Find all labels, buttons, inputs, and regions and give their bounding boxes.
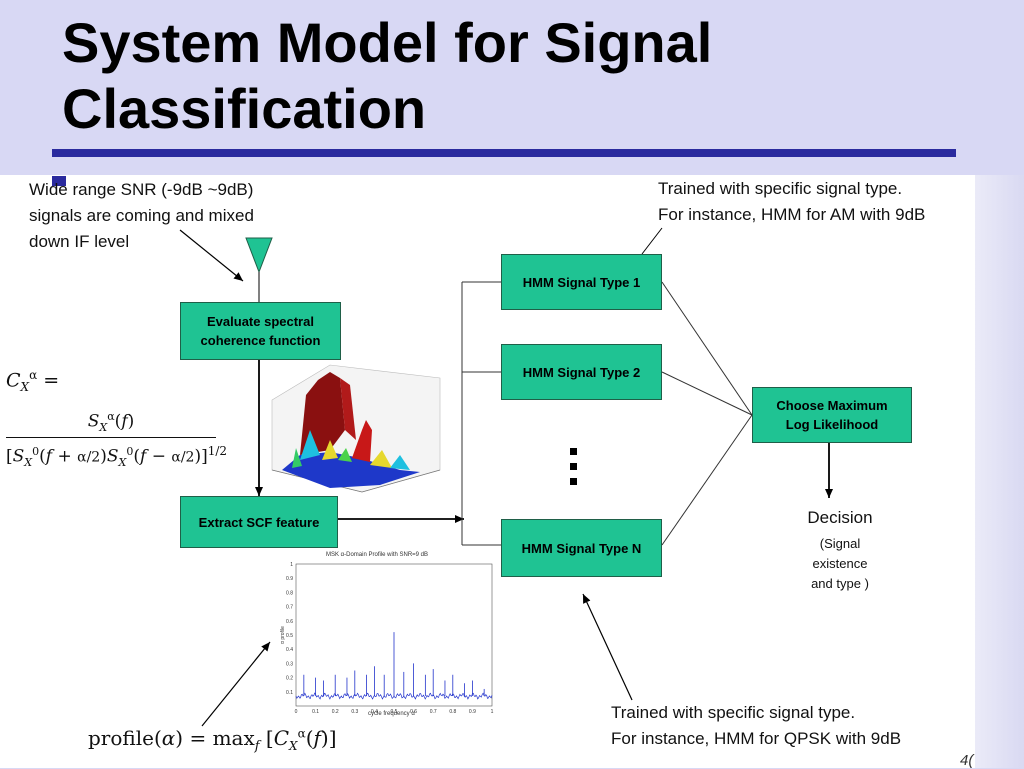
profile-plot-xlabel: cycle frequency α [368,711,415,717]
profile-xtick: 0 [295,709,298,715]
profile-xtick: 0.4 [371,709,378,715]
profile-ytick: 0.8 [286,590,293,596]
profile-ytick: 0.7 [286,605,293,611]
profile-xtick: 0.9 [469,709,476,715]
profile-ytick: 0.1 [286,690,293,696]
profile-xtick: 0.3 [351,709,358,715]
decision-label: Decision [807,508,873,527]
profile-xtick: 0.1 [312,709,319,715]
input-signal-note: Wide range SNR (-9dB ~9dB) signals are c… [29,180,254,251]
profile-ytick: 0.2 [286,676,293,682]
trained-am-note: Trained with specific signal type. For i… [658,179,926,224]
page-number: 4( [960,752,974,769]
profile-ylabel: α profile [280,626,286,644]
hmm-type-2-block: HMM Signal Type 2 [501,344,662,400]
coherence-equation-fraction: SXα(f) [SX0(f + α/2)SX0(f − α/2)]1/2 [6,410,228,470]
profile-equation: profile(α) = maxf [CXα(f)] [88,726,337,754]
profile-xtick: 0.7 [430,709,437,715]
profile-ytick: 0.6 [286,619,293,625]
scf-surface-plot [270,362,441,502]
profile-xtick: 0.2 [332,709,339,715]
profile-plot: MSK α-Domain Profile with SNR=9 dB 0.1 0.… [276,552,498,720]
coherence-equation-lhs: CXα = [6,368,60,395]
profile-ytick: 0.5 [286,633,293,639]
decision-detail: (Signal existence and type ) [811,536,869,591]
title-underline [52,149,956,157]
profile-ytick: 0.3 [286,661,293,667]
profile-xtick: 1 [491,709,494,715]
hmm-type-n-block: HMM Signal Type N [501,519,662,577]
extract-scf-block: Extract SCF feature [180,496,338,548]
profile-xtick: 0.6 [410,709,417,715]
profile-ytick: 1 [290,562,293,568]
evaluate-scf-block: Evaluate spectral coherence function [180,302,341,360]
hmm-type-1-block: HMM Signal Type 1 [501,254,662,310]
antenna-icon [245,237,273,274]
profile-xtick: 0.8 [449,709,456,715]
profile-xtick: 0.5 [391,709,398,715]
profile-plot-title: MSK α-Domain Profile with SNR=9 dB [326,552,429,558]
profile-ytick: 0.9 [286,576,293,582]
trained-qpsk-note: Trained with specific signal type. For i… [611,703,902,748]
profile-ytick: 0.4 [286,647,293,653]
slide-background-gradient [975,175,1024,768]
choose-max-likelihood-block: Choose Maximum Log Likelihood [752,387,912,443]
hmm-ellipsis [568,448,582,485]
bullet-marker [52,176,66,186]
slide-title: System Model for Signal Classification [62,11,713,140]
